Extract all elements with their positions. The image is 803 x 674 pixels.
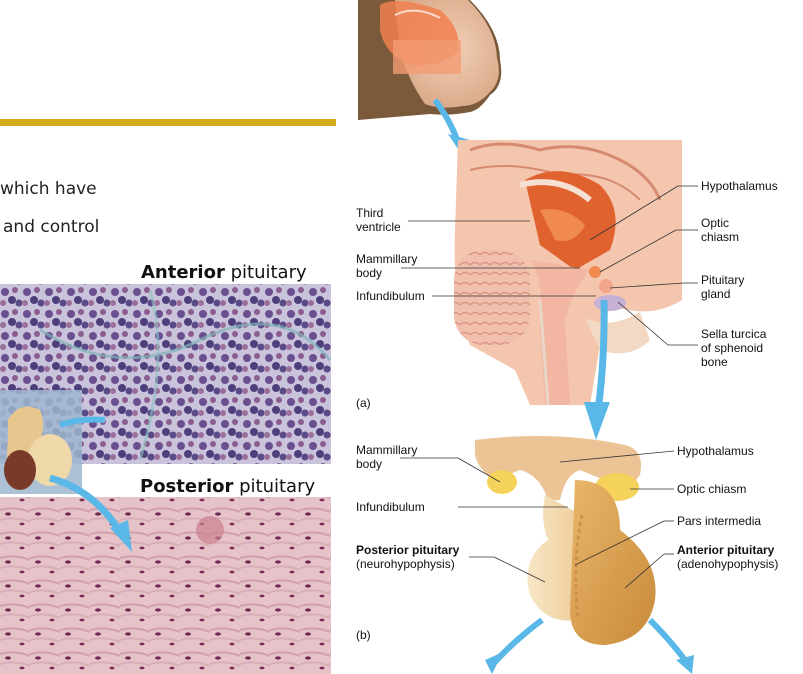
label-hypothalamus-b: Hypothalamus — [677, 444, 754, 458]
leader-lines-a — [401, 185, 698, 346]
arrow-anterior-output — [647, 617, 688, 662]
posterior-micrograph — [0, 497, 331, 674]
label-infundibulum-b: Infundibulum — [356, 500, 425, 514]
title-rule — [0, 119, 336, 126]
panel-label-a: (a) — [356, 396, 371, 410]
posterior-pituitary-title: Posterior pituitary — [140, 476, 316, 497]
label-pars-intermedia: Pars intermedia — [677, 514, 762, 528]
head-illustration — [358, 0, 502, 120]
bullet-text-line-2: and control — [3, 217, 100, 237]
anterior-pituitary-title: Anterior pituitary — [141, 262, 307, 283]
label-anterior-pituitary: Anterior pituitary(adenohypophysis) — [677, 543, 779, 571]
arrow-brain-to-pituitary — [594, 299, 608, 411]
label-optic-chiasm-b: Optic chiasm — [677, 482, 747, 496]
leader-lines-b — [400, 450, 675, 589]
panel-label-b: (b) — [356, 628, 371, 642]
pituitary-closeup — [475, 436, 656, 645]
label-posterior-pituitary: Posterior pituitary(neurohypophysis) — [356, 543, 460, 571]
thumbnail-arrow-anterior — [59, 416, 106, 428]
arrow-posterior-output — [492, 617, 544, 665]
pituitary-thumbnail — [0, 390, 82, 494]
bullet-text-line-1: which have — [0, 179, 97, 199]
label-infundibulum-a: Infundibulum — [356, 289, 425, 303]
brain-sagittal-section — [454, 140, 682, 406]
label-hypothalamus-a: Hypothalamus — [701, 179, 778, 193]
